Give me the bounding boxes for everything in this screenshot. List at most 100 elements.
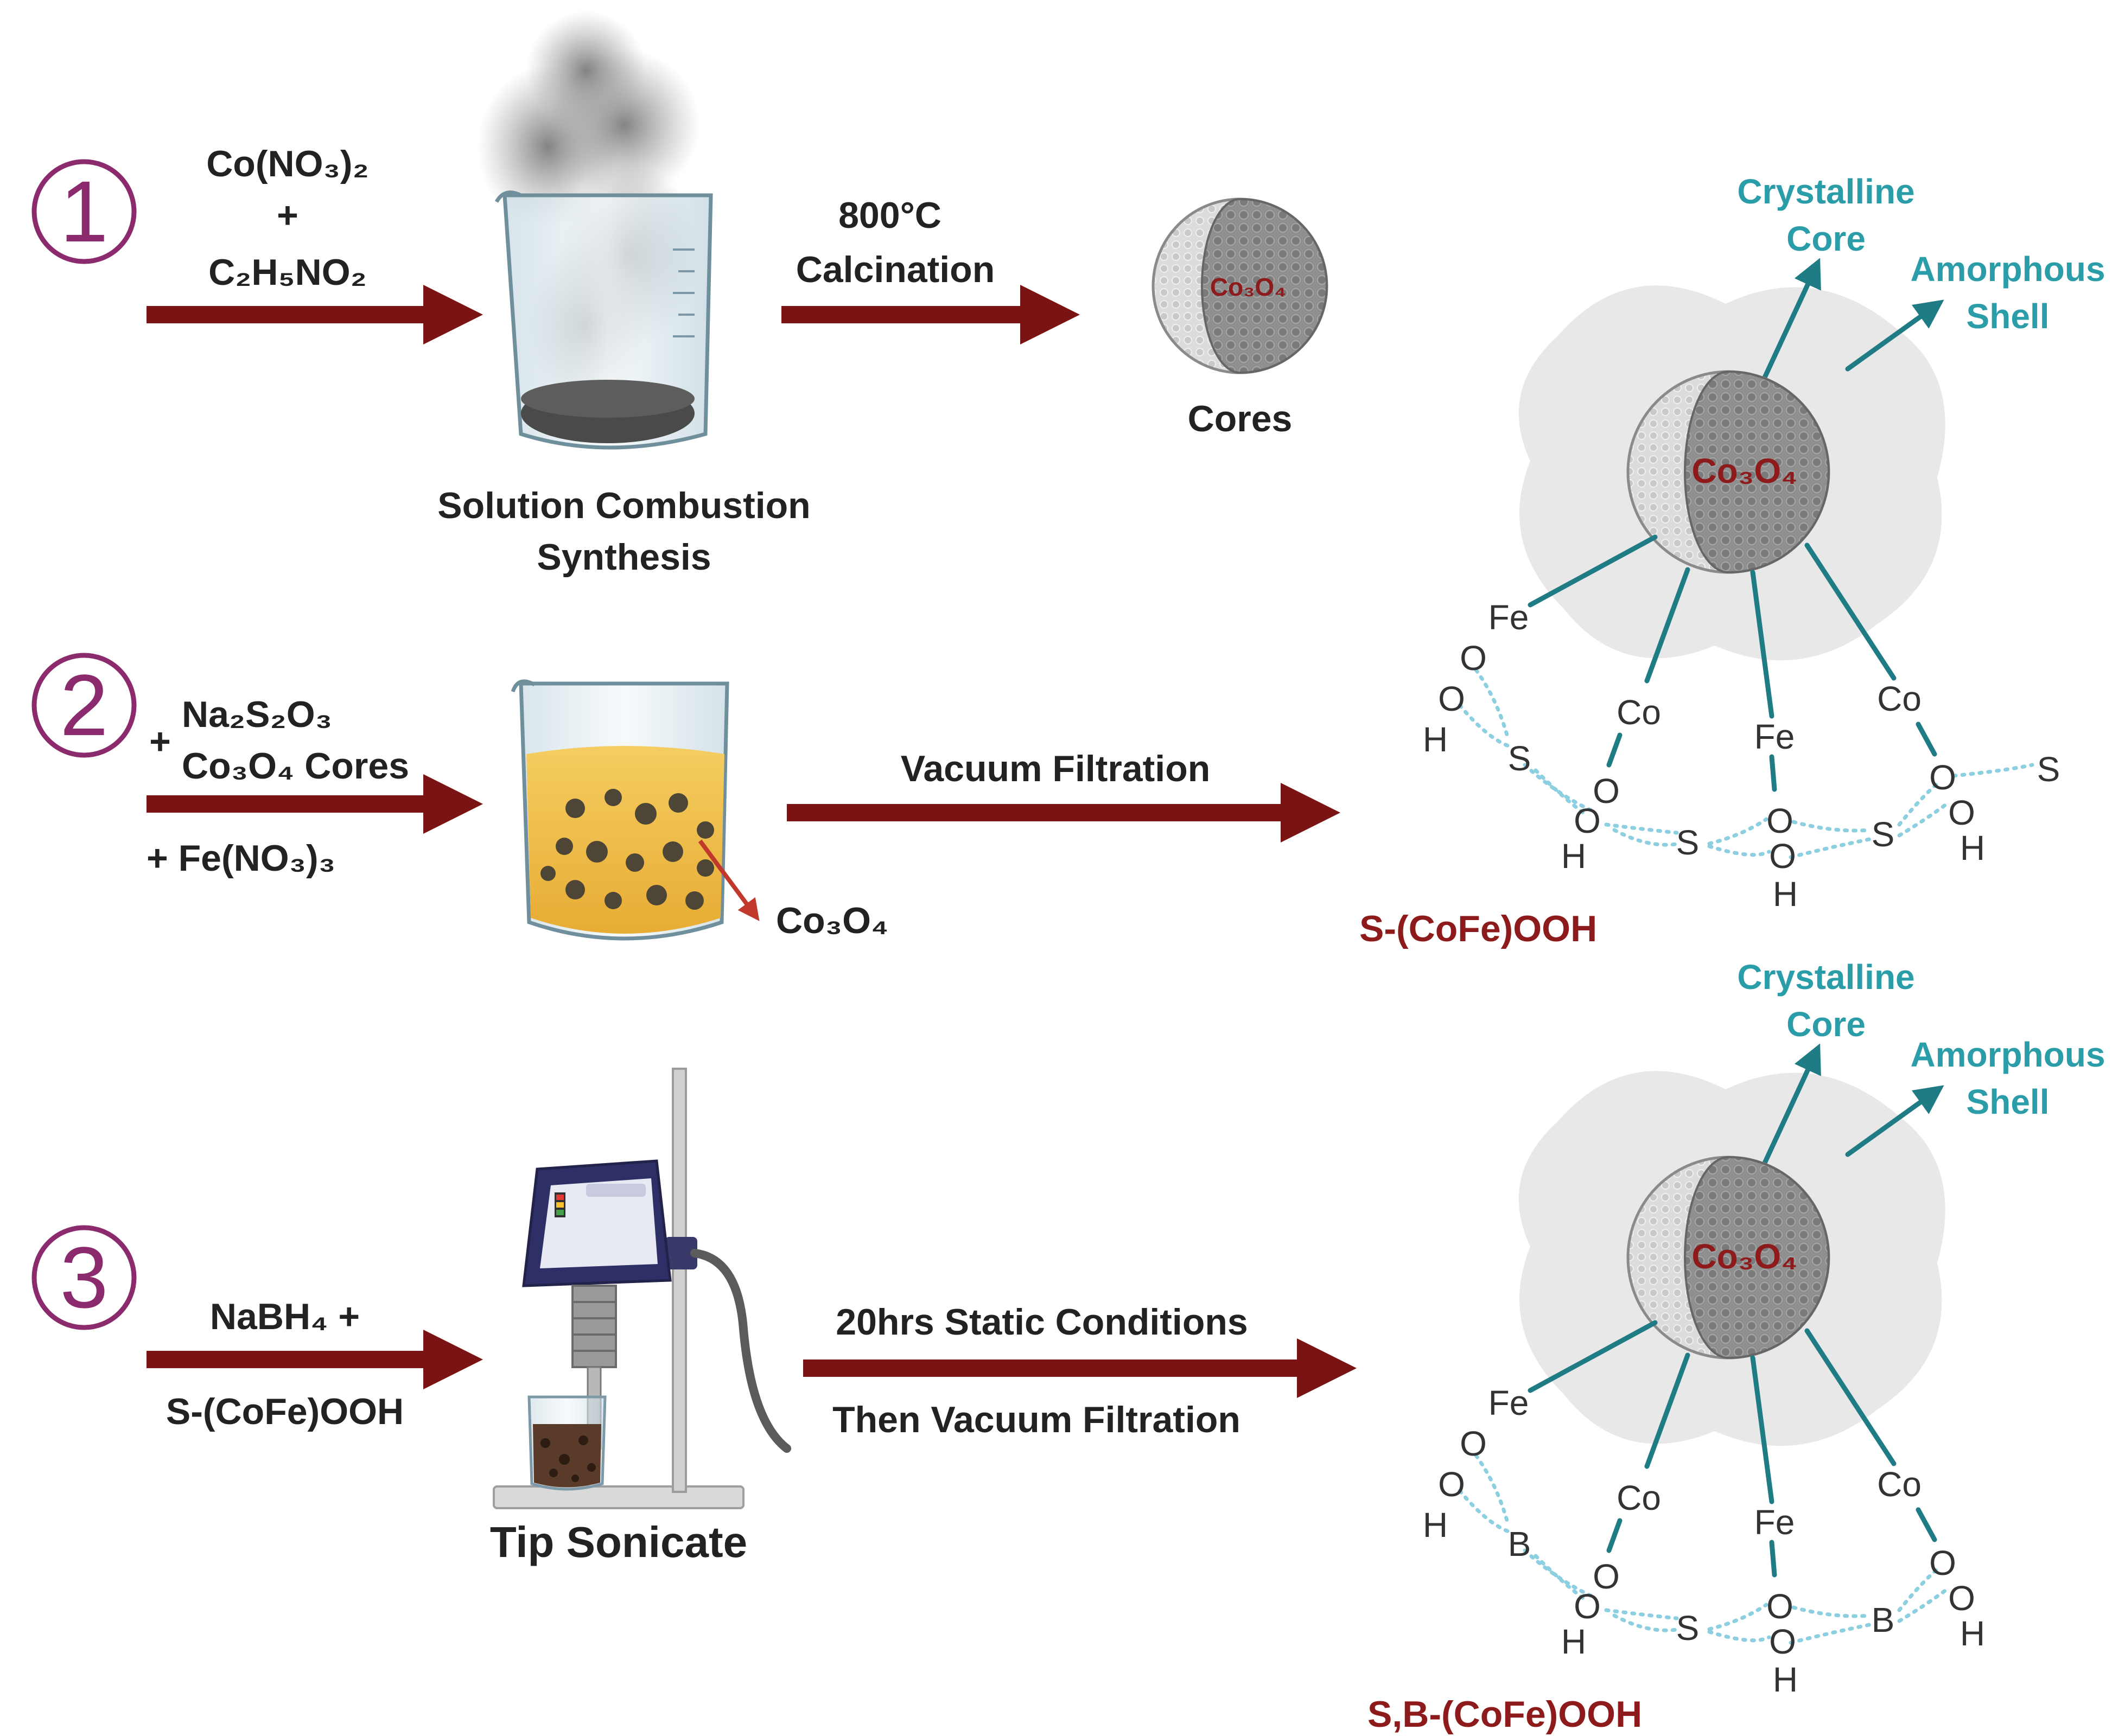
hydrogen-bond-network (1458, 668, 2034, 859)
product-label: S,B-(CoFe)OOH (1367, 1694, 1642, 1735)
step-number: 1 (60, 163, 109, 260)
atom-label: H (1960, 828, 1985, 867)
atom-label: O (1769, 1622, 1796, 1661)
atom-label: B (1872, 1600, 1895, 1639)
atom-label: O (1948, 1579, 1975, 1618)
atom-label: O (1769, 837, 1796, 876)
reaction-beaker-icon (511, 679, 760, 941)
atom-label: H (1561, 1622, 1586, 1661)
core-sphere-icon: Co₃O₄ (1151, 197, 1328, 374)
atom-label: S (1508, 739, 1531, 778)
tip-sonicator-icon (493, 1068, 791, 1509)
reagent-label: S-(CoFe)OOH (166, 1391, 404, 1432)
reaction-arrow (147, 774, 483, 834)
amorphous-shell-label: Shell (1967, 1082, 2050, 1121)
atom-label: B (1508, 1524, 1531, 1563)
core-label: Co₃O₄ (1691, 1237, 1797, 1276)
atom-label: H (1423, 720, 1448, 759)
atom-label: Fe (1754, 717, 1795, 756)
surface-bonds (1528, 534, 1937, 792)
core-label: Co₃O₄ (1210, 273, 1286, 301)
atom-label: O (1593, 1557, 1620, 1596)
product-label: S-(CoFe)OOH (1359, 908, 1597, 949)
amorphous-shell-label: Shell (1967, 297, 2050, 336)
step-1: 1 Co(NO₃)₂ + C₂H₅NO₂ Solution Combustion (31, 11, 1328, 578)
vessel-label: Solution Combustion (437, 485, 810, 526)
reaction-arrow (781, 285, 1080, 344)
reagent-label: NaBH₄ + (210, 1296, 360, 1337)
reagent-label: Co(NO₃)₂ (206, 143, 369, 184)
reaction-arrow (147, 285, 483, 344)
reagent-label: Co₃O₄ Cores (182, 745, 409, 787)
step-number: 3 (60, 1229, 109, 1326)
process-label: 20hrs Static Conditions (836, 1301, 1248, 1343)
reagent-label: Na₂S₂O₃ (182, 694, 332, 735)
reaction-arrow (147, 1330, 483, 1389)
core-label: Co₃O₄ (1691, 451, 1797, 490)
particle-label: Co₃O₄ (776, 900, 888, 941)
surface-atoms: Fe O O H S Co O O H S Fe O O H Co O O H … (1423, 598, 2060, 914)
step-number-circle (31, 159, 137, 264)
atom-label: O (1460, 639, 1487, 678)
reaction-arrow (787, 783, 1340, 843)
atom-label: Fe (1754, 1503, 1795, 1542)
atom-label: Fe (1488, 1383, 1529, 1422)
atom-label: S (2037, 750, 2060, 789)
step-2: 2 + Na₂S₂O₃ Co₃O₄ Cores + Fe(NO₃)₃ Co₃O₄ (31, 653, 1340, 941)
atom-label: Co (1877, 1465, 1922, 1504)
crystalline-core-label: Crystalline (1737, 958, 1914, 997)
atom-label: S (1872, 815, 1895, 854)
atom-label: O (1438, 679, 1465, 718)
product-label: Cores (1188, 398, 1293, 439)
atom-label: H (1561, 837, 1586, 876)
atom-label: H (1960, 1614, 1985, 1653)
atom-label: Co (1877, 679, 1922, 718)
atom-label: O (1574, 801, 1601, 840)
atom-label: O (1948, 793, 1975, 832)
atom-label: O (1593, 771, 1620, 810)
crystalline-core-label: Crystalline (1737, 172, 1914, 211)
atom-label: S (1676, 1609, 1700, 1648)
step-number-circle (31, 653, 137, 758)
core-sphere-icon: Co₃O₄ (1626, 1156, 1830, 1360)
amorphous-shell-label: Amorphous (1910, 1035, 2105, 1074)
process-label: Vacuum Filtration (901, 748, 1211, 789)
atom-label: H (1773, 1660, 1798, 1699)
crystalline-core-label: Core (1786, 219, 1866, 258)
crystalline-core-label: Core (1786, 1005, 1866, 1044)
process-label: Then Vacuum Filtration (832, 1399, 1240, 1440)
atom-label: O (1929, 758, 1956, 797)
core-shell-structure: Crystalline Core Amorphous Shell Co₃O₄ (1359, 172, 2105, 949)
surface-atoms: Fe O O H B Co O O H S Fe O O H Co O O H … (1423, 1383, 1985, 1699)
combustion-beaker-icon (478, 11, 713, 450)
reagent-label: + Fe(NO₃)₃ (147, 838, 335, 879)
core-shell-structure: Crystalline Core Amorphous Shell Co₃O₄ (1367, 958, 2105, 1735)
atom-label: O (1574, 1587, 1601, 1626)
atom-label: H (1423, 1505, 1448, 1544)
reaction-arrow (803, 1338, 1357, 1398)
plus-sign: + (149, 721, 171, 762)
atom-label: O (1929, 1543, 1956, 1582)
reagent-label: C₂H₅NO₂ (208, 252, 367, 293)
atom-label: O (1460, 1424, 1487, 1463)
atom-label: O (1766, 801, 1793, 840)
device-label: Tip Sonicate (490, 1518, 747, 1566)
atom-label: S (1676, 823, 1700, 862)
core-sphere-icon: Co₃O₄ (1626, 370, 1830, 574)
atom-label: Fe (1488, 598, 1529, 637)
step-3: 3 NaBH₄ + S-(CoFe)OOH (31, 1068, 1357, 1566)
step-number: 2 (60, 656, 109, 754)
atom-label: Co (1617, 1478, 1661, 1517)
atom-label: O (1438, 1465, 1465, 1504)
surface-bonds (1528, 1320, 1937, 1578)
amorphous-shell-label: Amorphous (1910, 250, 2105, 289)
atom-label: O (1766, 1587, 1793, 1626)
atom-label: Co (1617, 693, 1661, 732)
vessel-label: Synthesis (537, 537, 711, 578)
process-label: 800°C (838, 195, 941, 236)
atom-label: H (1773, 875, 1798, 914)
hydrogen-bond-network (1458, 1453, 1950, 1645)
process-label: Calcination (796, 249, 995, 290)
step-number-circle (31, 1225, 137, 1330)
plus-sign: + (277, 195, 298, 236)
